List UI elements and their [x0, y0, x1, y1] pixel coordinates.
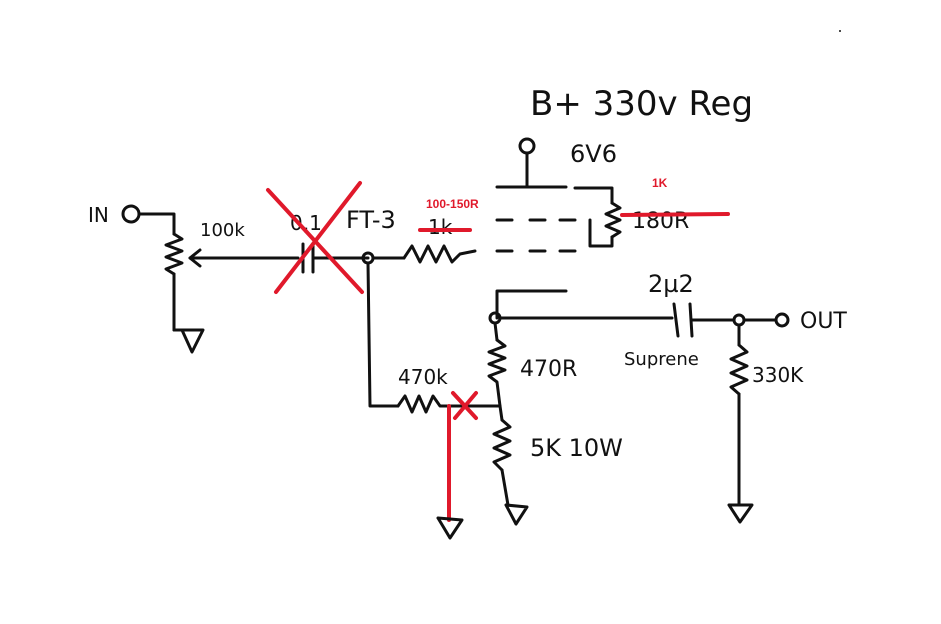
feedback-resistor — [396, 394, 502, 414]
supply-label: B+ 330v Reg — [530, 84, 753, 124]
tube-grid — [495, 218, 577, 253]
feedback-wire — [366, 261, 400, 408]
feedback-ground-correction — [436, 391, 478, 540]
tube-cathode — [495, 289, 568, 320]
feedback-resistor-label: 470k — [398, 365, 448, 389]
output-terminal — [774, 312, 790, 328]
stray-mark — [839, 30, 841, 32]
load-resistor-label: 5K 10W — [530, 434, 623, 462]
output-resistor-label: 330K — [752, 363, 804, 387]
screen-resistor-strike — [620, 212, 730, 217]
bplus-terminal — [518, 137, 536, 188]
cathode-resistor — [487, 338, 507, 408]
cathode-resistor-label: 470R — [520, 357, 577, 382]
screen-resistor — [573, 186, 622, 248]
tube-ref-label: FT-3 — [346, 206, 396, 234]
volume-pot-label: 100k — [200, 220, 245, 241]
input-label: IN — [88, 203, 109, 227]
grid-resistor — [371, 244, 477, 264]
screen-resistor-new-label: 1K — [652, 176, 668, 190]
coupling-cap-cross — [266, 181, 364, 294]
grid-resistor-new-label: 100-150R — [426, 197, 479, 211]
grid-resistor-old-label: 1k — [428, 215, 453, 239]
tube-label: 6V6 — [570, 140, 617, 168]
output-cap-brand-label: Suprene — [624, 349, 699, 370]
volume-pot — [164, 232, 205, 354]
load-resistor — [492, 404, 529, 526]
output-label: OUT — [800, 309, 847, 334]
output-resistor — [727, 323, 754, 524]
input-terminal — [121, 204, 176, 236]
output-cap — [672, 302, 694, 338]
cathode-wire — [493, 321, 499, 342]
output-cap-label: 2µ2 — [648, 270, 694, 298]
